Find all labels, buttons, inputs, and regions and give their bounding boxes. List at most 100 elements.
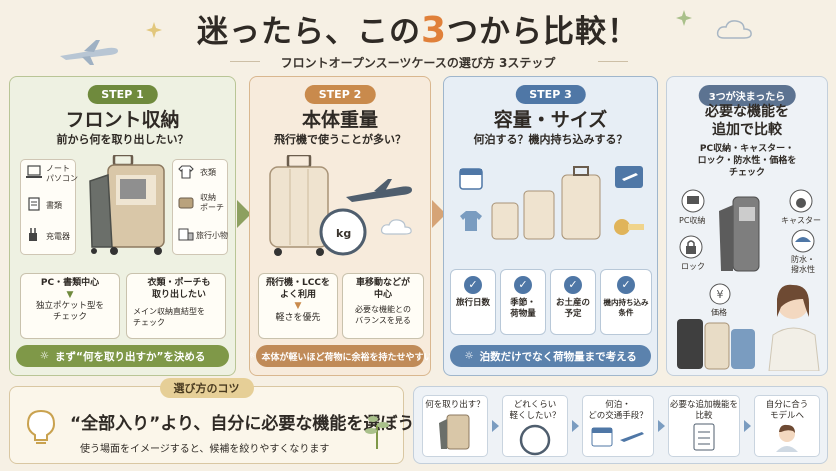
step3-note: ☼ 泊数だけでなく荷物量まで考える bbox=[450, 345, 651, 367]
flow-arrow bbox=[658, 420, 665, 432]
sparkle-icon bbox=[676, 10, 692, 26]
svg-text:¥: ¥ bbox=[717, 288, 724, 301]
calendar-icon bbox=[459, 168, 483, 190]
step1-heading: フロント収納 bbox=[65, 109, 180, 131]
cloud-icon bbox=[380, 219, 412, 235]
step3-panel: STEP 3 容量・サイズ 何泊する？機内持ち込みする？ ✓旅行日数 ✓季節・ … bbox=[443, 76, 658, 376]
down-arrow-icon: ▼ bbox=[294, 301, 302, 312]
check-icon: ✓ bbox=[464, 276, 482, 294]
tips-panel: 選び方のコツ “全部入り”より、自分に必要な機能を選ぼう 使う場面をイメージする… bbox=[9, 378, 414, 464]
option-car-title: 車移動などが 中心 bbox=[355, 278, 410, 300]
item-clothes-label: 衣類 bbox=[200, 168, 216, 177]
feature-pc-label: PC収納 bbox=[679, 216, 706, 225]
title-text-pre: 迷ったら、この bbox=[196, 14, 421, 50]
step1-note-text: まず“何を取り出すか”を決める bbox=[55, 350, 206, 363]
flow-step-4-label: 必要な追加機能を 比較 bbox=[669, 400, 738, 422]
check-travel-days-label: 旅行日数 bbox=[455, 298, 490, 308]
feature-lock-label: ロック bbox=[681, 262, 705, 271]
lightbulb-icon: ☼ bbox=[39, 350, 50, 362]
cloud-icon bbox=[716, 20, 752, 39]
boarding-pass-icon bbox=[615, 166, 643, 188]
subtitle-line-left bbox=[230, 61, 260, 62]
option-flight-detail: 軽さを優先 bbox=[275, 313, 321, 324]
step1-note: ☼ まず“何を取り出すか”を決める bbox=[16, 345, 229, 367]
item-pouch-label: 収納 ポーチ bbox=[200, 193, 224, 212]
lightbulb-icon: ☼ bbox=[464, 350, 474, 362]
calendar-airplane-icon bbox=[591, 427, 644, 447]
check-travel-days: ✓ 旅行日数 bbox=[450, 269, 496, 335]
arrow-step2-to-step3 bbox=[432, 200, 446, 228]
price-icon: ¥ bbox=[709, 283, 731, 305]
check-icon: ✓ bbox=[617, 276, 635, 294]
step2-panel: STEP 2 本体重量 飛行機で使うことが多い？ kg 飛行機・LCCを よく利… bbox=[249, 76, 431, 376]
item-laptop-label: ノート パソコン bbox=[46, 164, 78, 183]
lightbulb-icon: ☼ bbox=[250, 351, 256, 361]
page-title: 迷ったら、この3つから比較！ bbox=[0, 6, 836, 51]
lightbulb-icon bbox=[26, 409, 56, 444]
suitcase-sizes-illustration bbox=[491, 166, 601, 240]
option-pc-title: PC・書類中心 bbox=[40, 278, 100, 288]
check-icon: ✓ bbox=[514, 276, 532, 294]
scale-kg-label: kg bbox=[336, 227, 352, 240]
flow-panel: 何を取り出す？ どれくらい 軽くしたい？ 何泊・ どの交通手段？ 必要な追加機能… bbox=[413, 386, 828, 464]
check-season: ✓季節・ 荷物量 bbox=[500, 269, 546, 335]
flow-step-2: どれくらい 軽くしたい？ bbox=[502, 395, 568, 457]
step3-heading: 容量・サイズ bbox=[493, 109, 608, 131]
tips-sub-text: 使う場面をイメージすると、候補を絞りやすくなります bbox=[80, 444, 330, 455]
feature-caster-label: キャスター bbox=[781, 216, 821, 225]
flow-step-4: 必要な追加機能を 比較 bbox=[668, 395, 740, 457]
measuring-tape-icon bbox=[614, 219, 644, 235]
step1-question: 前から何を取り出したい？ bbox=[56, 133, 189, 146]
page-subtitle: フロントオープンスーツケースの選び方 3ステップ bbox=[280, 56, 556, 70]
step1-option-clothes: 衣類・ポーチも 取り出したい メイン収納直結型を チェック bbox=[126, 273, 226, 339]
checklist-icon bbox=[693, 423, 715, 451]
item-travel-goods-label: 旅行小物 bbox=[196, 231, 228, 240]
extra-description: PC収納・キャスター・ ロック・防水性・価格を チェック bbox=[697, 144, 797, 179]
flow-step-5: 自分に合う モデルへ bbox=[754, 395, 820, 457]
flow-step-5-label: 自分に合う モデルへ bbox=[765, 400, 809, 422]
laptop-icon bbox=[681, 189, 705, 213]
caster-icon bbox=[789, 189, 813, 213]
option-car-detail: 必要な機能との バランスを見る bbox=[355, 305, 411, 325]
step2-question: 飛行機で使うことが多い？ bbox=[274, 133, 406, 146]
item-documents-label: 書類 bbox=[46, 201, 62, 210]
flow-arrow bbox=[744, 420, 751, 432]
arrow-step1-to-step2 bbox=[237, 200, 251, 228]
open-suitcase-illustration bbox=[719, 196, 760, 272]
flow-arrow bbox=[572, 420, 579, 432]
check-icon: ✓ bbox=[564, 276, 582, 294]
charger-icon bbox=[29, 228, 37, 241]
item-charger-label: 充電器 bbox=[46, 232, 70, 241]
check-carry-on-label: 機内持ち込み 条件 bbox=[603, 298, 649, 318]
step2-note: ☼ 本体が軽いほど荷物に余裕を持たせやすい bbox=[250, 345, 430, 367]
option-clothes-title: 衣類・ポーチも 取り出したい bbox=[147, 278, 211, 300]
suitcase-group-illustration bbox=[677, 319, 755, 370]
flow-step-3: 何泊・ どの交通手段？ bbox=[582, 395, 654, 457]
flow-step-2-label: どれくらい 軽くしたい？ bbox=[509, 400, 561, 422]
tips-badge: 選び方のコツ bbox=[159, 378, 254, 398]
step2-option-flight: 飛行機・LCCを よく利用 ▼ 軽さを優先 bbox=[258, 273, 338, 339]
pouch-icon bbox=[178, 197, 194, 209]
down-arrow-icon: ▼ bbox=[66, 289, 74, 300]
flow-arrow bbox=[492, 420, 499, 432]
woman-illustration bbox=[768, 284, 820, 371]
airplane-icon bbox=[346, 179, 412, 202]
airplane-icon bbox=[60, 40, 118, 65]
travel-goods-icon bbox=[178, 228, 194, 241]
step1-option-pc: PC・書類中心 ▼ 独立ポケット型を チェック bbox=[20, 273, 120, 339]
open-suitcase-icon bbox=[439, 414, 470, 450]
check-carry-on: ✓ 機内持ち込み 条件 bbox=[600, 269, 652, 335]
feature-price-label: 価格 bbox=[711, 308, 727, 317]
step2-note-text: 本体が軽いほど荷物に余裕を持たせやすい bbox=[261, 352, 431, 363]
step1-panel: STEP 1 フロント収納 前から何を取り出したい？ ノート パソコン 書類 充… bbox=[9, 76, 236, 376]
suitcase-illustration bbox=[269, 155, 329, 256]
title-number: 3 bbox=[420, 10, 448, 51]
flow-step-1-label: 何を取り出す？ bbox=[425, 400, 485, 410]
shirt-icon bbox=[460, 211, 482, 231]
option-pc-detail: 独立ポケット型を チェック bbox=[35, 301, 104, 323]
sparkle-icon bbox=[146, 22, 162, 38]
check-souvenirs: ✓お土産の 予定 bbox=[550, 269, 596, 335]
extra-heading: 必要な機能を 追加で比較 bbox=[705, 104, 789, 139]
option-clothes-detail: メイン収納直結型を チェック bbox=[133, 307, 205, 327]
document-icon bbox=[28, 197, 40, 211]
